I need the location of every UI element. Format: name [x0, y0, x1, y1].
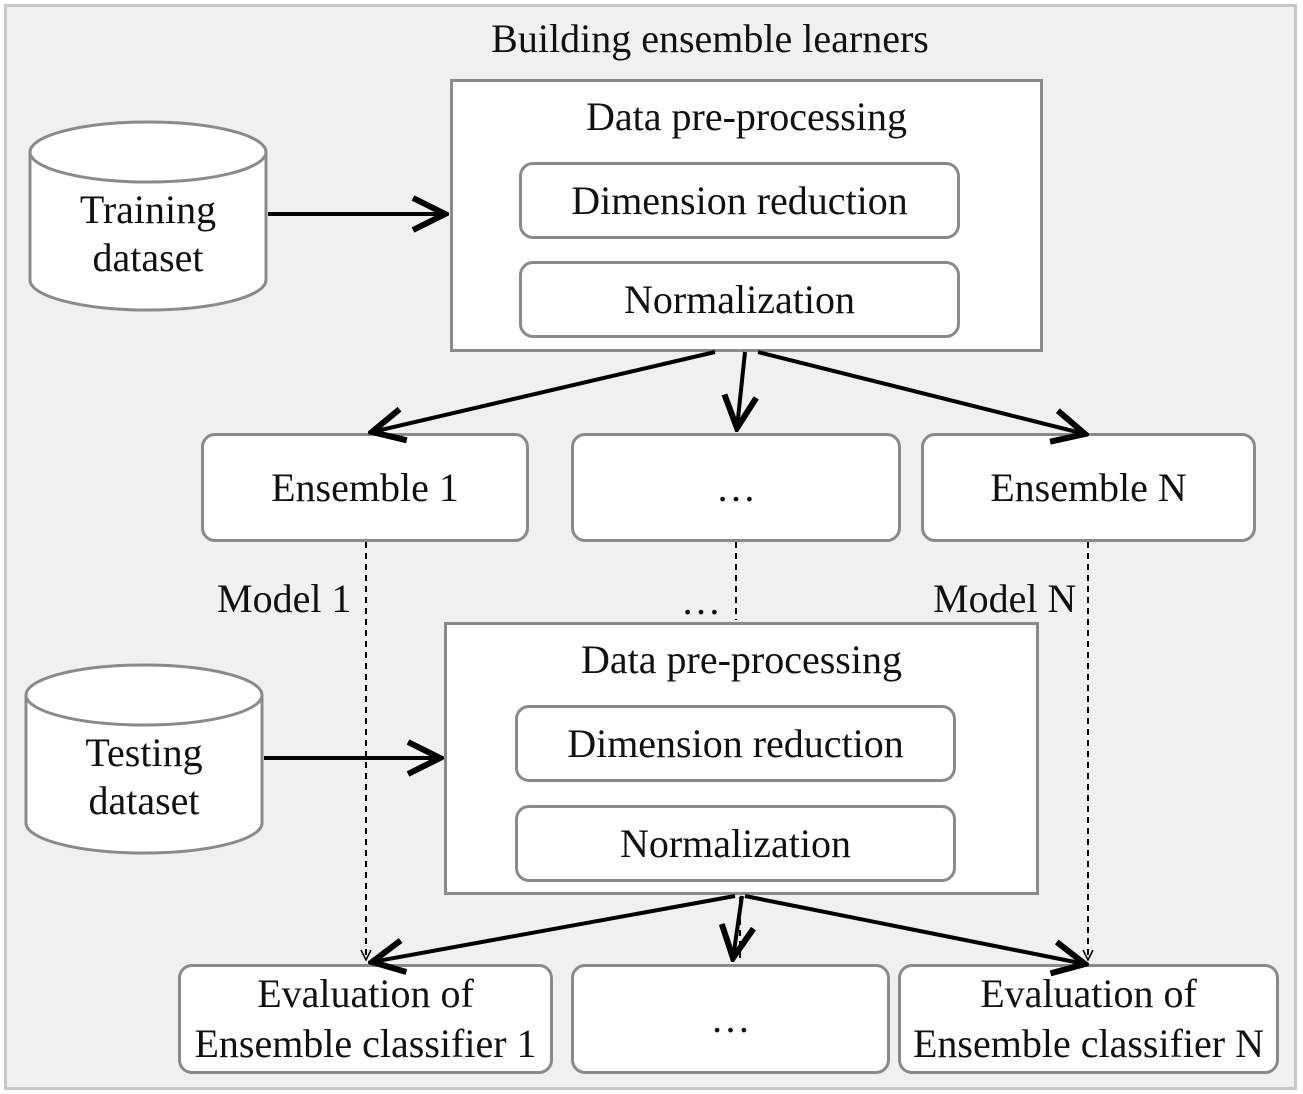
testing-preprocessing-title: Data pre-processing [581, 637, 902, 682]
testing-dimension-reduction-box: Dimension reduction [515, 705, 956, 782]
model-ellipsis-label: … [681, 578, 721, 623]
training-dataset-line1: Training [79, 187, 217, 232]
training-dataset-label: Training dataset [28, 186, 268, 282]
training-dimension-reduction-box: Dimension reduction [519, 162, 960, 239]
arrow-to-evaluation-ellipsis [733, 895, 742, 958]
evaluation-n-line1: Evaluation of [980, 971, 1197, 1016]
arrow-to-ensemble-n [757, 350, 1085, 434]
training-dataset-line2: dataset [92, 235, 204, 280]
ensemble-ellipsis-box: … [571, 433, 901, 542]
arrow-to-evaluation-1 [372, 894, 736, 962]
testing-dataset-line1: Testing [85, 730, 203, 775]
ensemble-n-box: Ensemble N [921, 433, 1256, 542]
evaluation-classifier-1-text: Evaluation of Ensemble classifier 1 [194, 969, 536, 1069]
arrow-to-evaluation-n [744, 894, 1085, 964]
training-cylinder-shape [28, 120, 268, 312]
model-1-label: Model 1 [217, 576, 352, 621]
testing-cylinder-shape [24, 663, 264, 855]
diagram-title: Building ensemble learners [491, 16, 929, 61]
evaluation-classifier-1-box: Evaluation of Ensemble classifier 1 [178, 964, 553, 1074]
training-dataset-cylinder: Training dataset [28, 120, 268, 312]
evaluation-1-line2: Ensemble classifier 1 [194, 1021, 537, 1066]
testing-dataset-label: Testing dataset [24, 729, 264, 825]
testing-normalization-box: Normalization [515, 805, 956, 882]
testing-dataset-cylinder: Testing dataset [24, 663, 264, 855]
evaluation-classifier-n-box: Evaluation of Ensemble classifier N [898, 964, 1279, 1074]
training-preprocessing-title: Data pre-processing [586, 94, 907, 139]
model-n-label: Model N [933, 576, 1077, 621]
ensemble-1-box: Ensemble 1 [201, 433, 529, 542]
testing-dataset-line2: dataset [88, 778, 200, 823]
arrow-to-ensemble-ellipsis [737, 351, 745, 428]
evaluation-ellipsis-box: … [571, 964, 890, 1074]
arrow-to-ensemble-1 [372, 350, 716, 432]
evaluation-n-line2: Ensemble classifier N [913, 1021, 1264, 1066]
training-normalization-box: Normalization [519, 261, 960, 338]
evaluation-1-line1: Evaluation of [257, 971, 474, 1016]
evaluation-classifier-n-text: Evaluation of Ensemble classifier N [913, 969, 1264, 1069]
